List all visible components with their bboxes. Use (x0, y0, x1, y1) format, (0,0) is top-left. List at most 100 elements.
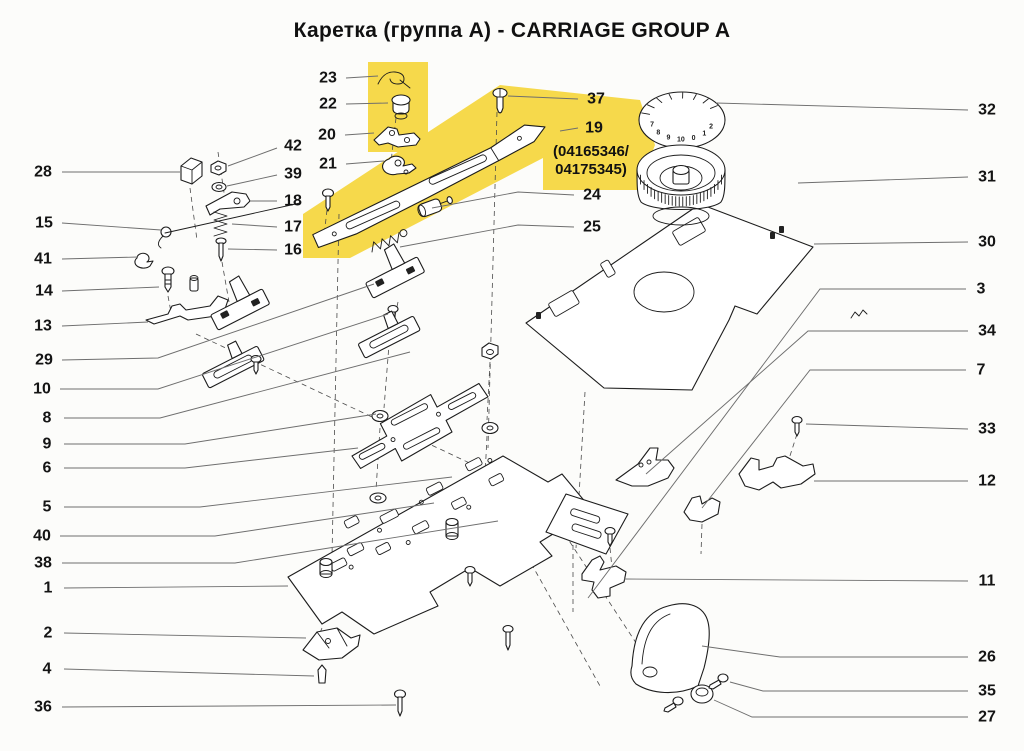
dial-tick (709, 105, 718, 109)
callout-label-24: 24 (583, 187, 601, 204)
leader-line-14 (61, 286, 160, 292)
callout-label-25: 25 (583, 219, 601, 236)
callout-label-32: 32 (978, 102, 996, 119)
leader-line-5 (64, 476, 453, 508)
callout-label-39: 39 (284, 166, 302, 183)
leader-line-7 (701, 369, 966, 509)
part-28-block (180, 157, 203, 185)
part-21-clip-lever (382, 155, 417, 176)
leader-line-25 (399, 224, 575, 248)
part-34-catch (615, 447, 675, 487)
part-24-roller (417, 196, 453, 218)
figure-caption-part-numbers: (04165346/ 04175345) (553, 143, 629, 179)
leader-line-32 (715, 102, 969, 111)
callout-label-5: 5 (43, 499, 52, 516)
leader-line-6 (64, 447, 359, 469)
part-2-shoe (302, 627, 361, 661)
dial-tick (702, 98, 709, 104)
leader-line-17 (231, 223, 278, 228)
part-screw-d (663, 696, 684, 713)
callout-label-33: 33 (978, 421, 996, 438)
part-37-screw (492, 87, 508, 114)
callout-label-2: 2 (44, 625, 53, 642)
callout-label-41: 41 (34, 251, 52, 268)
leader-line-37 (507, 95, 579, 100)
leader-line-41 (61, 256, 139, 260)
part-screw-c (464, 565, 476, 587)
part-31-knob (636, 144, 726, 226)
callout-label-14: 14 (35, 283, 53, 300)
part-nut-2 (481, 342, 499, 360)
callout-label-37: 37 (587, 91, 605, 108)
dial-tick (646, 104, 655, 109)
leader-line-22 (345, 102, 389, 105)
leader-line-15 (61, 222, 162, 231)
dial-tick (668, 93, 673, 100)
dial-number: 8 (656, 129, 660, 136)
part-cross-plate (351, 382, 489, 470)
callout-labels: 2322202142391817162815411413291089654038… (33, 70, 996, 726)
part-washer-4 (369, 492, 387, 504)
part-34-spring-small (850, 309, 868, 319)
leader-line-39 (226, 174, 278, 187)
part-18-lever (205, 191, 251, 216)
part-margin-stop-flag-left (210, 275, 270, 331)
leader-line-19 (559, 127, 579, 132)
part-36-screw (393, 689, 407, 717)
part-26-cover (630, 603, 710, 694)
part-rod (164, 202, 301, 234)
callout-label-30: 30 (978, 234, 996, 251)
dial-number: 2 (709, 123, 713, 130)
callout-label-16: 16 (284, 242, 302, 259)
part-33-screw (791, 415, 803, 437)
leader-line-11 (623, 578, 969, 582)
dial-tick (693, 94, 697, 100)
leader-lines (60, 75, 969, 718)
leader-line-2 (63, 632, 307, 639)
part-rail-screw (321, 188, 335, 212)
part-number-line-2: 04175345) (555, 161, 627, 178)
dial-number: 0 (692, 135, 696, 142)
leader-line-35 (729, 681, 968, 692)
callout-label-21: 21 (319, 156, 337, 173)
part-12-bracket (738, 455, 816, 491)
leader-line-31 (797, 176, 969, 184)
callout-label-23: 23 (319, 70, 337, 87)
callout-label-27: 27 (978, 709, 996, 726)
callout-label-28: 28 (34, 164, 52, 181)
leader-line-9 (64, 413, 377, 445)
part-13-bracket (145, 275, 229, 325)
leader-line-8 (64, 351, 411, 419)
leader-line-10 (60, 313, 389, 390)
part-41-clip (134, 252, 154, 269)
callout-label-1: 1 (44, 580, 53, 597)
leader-line-16 (227, 248, 278, 251)
callout-label-19: 19 (585, 120, 603, 137)
callout-label-11: 11 (979, 573, 996, 590)
leader-line-13 (61, 321, 149, 327)
part-39-washer (211, 181, 227, 193)
leader-line-21 (345, 160, 385, 165)
leader-line-34 (645, 330, 968, 475)
callout-label-31: 31 (978, 169, 996, 186)
leader-line-27 (713, 699, 968, 718)
callout-label-38: 38 (34, 555, 52, 572)
callout-label-13: 13 (34, 318, 52, 335)
callout-label-40: 40 (33, 528, 51, 545)
dial-tick (641, 112, 651, 115)
leader-line-29 (61, 283, 375, 361)
callout-label-34: 34 (978, 323, 996, 340)
callout-label-12: 12 (978, 473, 996, 490)
leader-line-42 (227, 147, 278, 167)
leader-line-38 (62, 520, 499, 564)
callout-label-8: 8 (43, 410, 52, 427)
part-25-spring (371, 229, 408, 253)
callout-label-17: 17 (284, 219, 302, 236)
callout-label-15: 15 (35, 215, 53, 232)
callout-label-29: 29 (35, 352, 53, 369)
leader-line-30 (813, 241, 969, 245)
part-16-stud (215, 237, 227, 262)
part-27-knob (690, 684, 714, 704)
